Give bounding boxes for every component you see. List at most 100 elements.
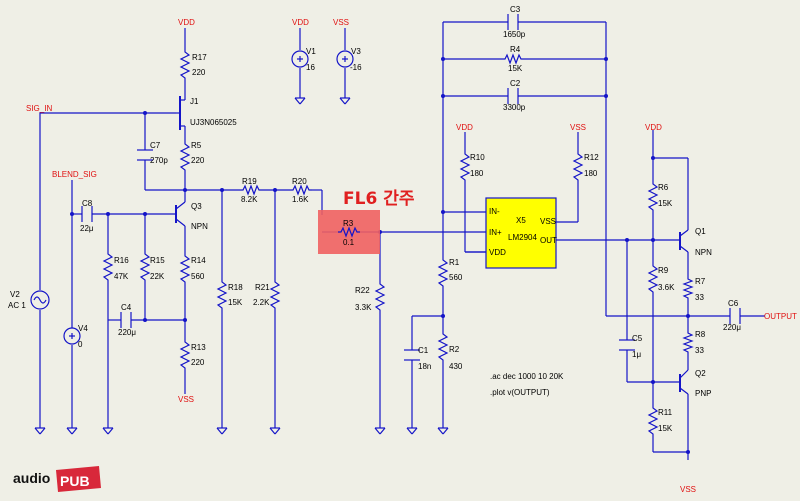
v1-symbol	[291, 50, 309, 68]
r16-value: 47K	[114, 272, 129, 281]
opamp-pin-vdd: VDD	[489, 248, 506, 257]
net-vss-output: VSS	[680, 485, 696, 494]
logo-text-audio: audio	[13, 470, 50, 486]
r12-value: 180	[584, 169, 598, 178]
r12-symbol	[572, 150, 584, 184]
r20-value: 1.6K	[292, 195, 309, 204]
net-vdd-v1: VDD	[292, 18, 309, 27]
r2-symbol	[437, 330, 449, 364]
plot-directive: .plot v(OUTPUT)	[490, 388, 550, 397]
junctions	[70, 57, 690, 454]
q2-name: Q2	[695, 369, 706, 378]
r21-symbol	[269, 278, 281, 312]
r17-symbol	[179, 48, 191, 82]
audiopub-logo: audio PUB	[13, 466, 101, 492]
resistor-symbols	[102, 48, 694, 438]
r22-symbol	[374, 280, 386, 314]
c5-name: C5	[632, 334, 643, 343]
r3-symbol	[338, 226, 360, 238]
c7-value: 270p	[150, 156, 168, 165]
highlight-annotation: FL6 간주	[343, 189, 415, 209]
c8-name: C8	[82, 199, 93, 208]
opamp-pin-out: OUT	[540, 236, 557, 245]
r1-value: 560	[449, 273, 463, 282]
net-vdd-r6: VDD	[645, 123, 662, 132]
r21-name: R21	[255, 283, 270, 292]
q1-symbol	[679, 229, 689, 253]
r10-name: R10	[470, 153, 485, 162]
v2-name: V2	[10, 290, 20, 299]
r5-name: R5	[191, 141, 202, 150]
c4-name: C4	[121, 303, 132, 312]
capacitor-symbols	[81, 14, 741, 361]
r18-symbol	[216, 278, 228, 312]
r1-name: R1	[449, 258, 460, 267]
r4-name: R4	[510, 45, 521, 54]
r18-value: 15K	[228, 298, 243, 307]
c2-symbol	[507, 88, 519, 104]
c8-symbol	[81, 206, 93, 222]
net-vdd-j1: VDD	[178, 18, 195, 27]
r11-symbol	[647, 404, 659, 438]
c8-value: 22μ	[80, 224, 94, 233]
v2-value: AC 1	[8, 301, 26, 310]
v3-value: -16	[350, 63, 362, 72]
net-blend-sig: BLEND_SIG	[52, 170, 97, 179]
opamp-pin-inp: IN+	[489, 228, 502, 237]
c1-symbol	[404, 349, 420, 361]
r16-name: R16	[114, 256, 129, 265]
c6-symbol	[729, 308, 741, 324]
r3-name: R3	[343, 219, 354, 228]
opamp-name: X5	[516, 216, 526, 225]
r5-value: 220	[191, 156, 205, 165]
r22-name: R22	[355, 286, 370, 295]
v3-symbol	[336, 50, 354, 68]
r8-name: R8	[695, 330, 706, 339]
r21-value: 2.2K	[253, 298, 270, 307]
r7-value: 33	[695, 293, 704, 302]
v2-symbol	[30, 290, 50, 310]
net-output: OUTPUT	[764, 312, 797, 321]
q1-value: NPN	[695, 248, 712, 257]
v4-value: 0	[78, 340, 83, 349]
c2-value: 3300p	[503, 103, 526, 112]
logo-text-pub: PUB	[60, 473, 90, 489]
net-vdd-r10: VDD	[456, 123, 473, 132]
r10-value: 180	[470, 169, 484, 178]
j1-value: UJ3N065025	[190, 118, 237, 127]
r9-value: 3.6K	[658, 283, 675, 292]
r16-symbol	[102, 250, 114, 284]
r5-symbol	[179, 140, 191, 174]
opamp-x5-body	[485, 197, 557, 269]
r20-symbol	[290, 184, 312, 196]
j1-name: J1	[190, 97, 199, 106]
c4-value: 220μ	[118, 328, 136, 337]
r19-symbol	[240, 184, 262, 196]
c3-name: C3	[510, 5, 521, 14]
ground-symbols	[34, 97, 449, 435]
net-vss-r13: VSS	[178, 395, 194, 404]
c6-value: 220μ	[723, 323, 741, 332]
r19-name: R19	[242, 177, 257, 186]
v3-name: V3	[351, 47, 361, 56]
net-vss-r12: VSS	[570, 123, 586, 132]
v4-name: V4	[78, 324, 88, 333]
r7-symbol	[682, 276, 694, 300]
r13-symbol	[179, 338, 191, 372]
r2-value: 430	[449, 362, 463, 371]
opamp-pin-vss: VSS	[540, 217, 556, 226]
r18-name: R18	[228, 283, 243, 292]
r14-symbol	[179, 252, 191, 286]
r9-symbol	[647, 262, 659, 296]
r14-name: R14	[191, 256, 206, 265]
q1-name: Q1	[695, 227, 706, 236]
r3-highlight-box	[318, 210, 380, 254]
component-labels: R17 220 J1 UJ3N065025 C7 270p R5 220 Q3 …	[8, 5, 741, 433]
c2-name: C2	[510, 79, 521, 88]
v1-value: 16	[306, 63, 315, 72]
q2-symbol	[679, 369, 689, 395]
c1-name: C1	[418, 346, 429, 355]
r10-symbol	[459, 150, 471, 184]
r14-value: 560	[191, 272, 205, 281]
